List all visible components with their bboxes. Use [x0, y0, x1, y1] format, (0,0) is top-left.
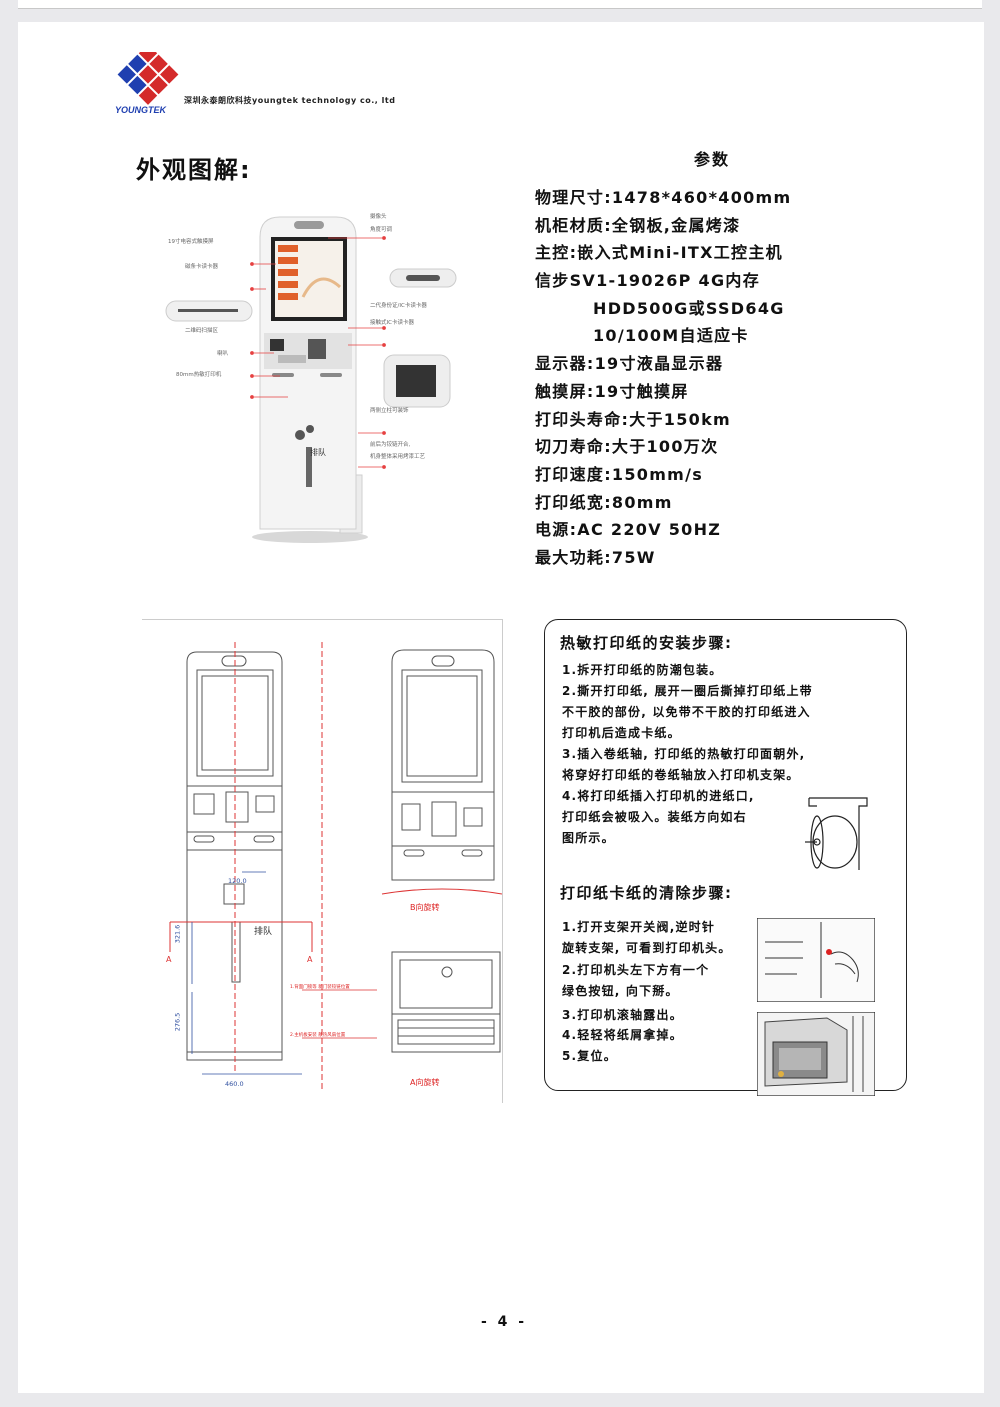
jam-step: 3.打印机滚轴露出。 — [562, 1008, 683, 1022]
callout-paint: 机身整体采用烤漆工艺 — [370, 454, 426, 460]
svg-text:排队: 排队 — [254, 925, 272, 937]
paper-roll-diagram — [805, 797, 868, 870]
jam-step: 1.打开支架开关阀,逆时针 — [562, 920, 716, 934]
param-line: 最大功耗:75W — [535, 547, 656, 567]
jam-step: 旋转支架, 可看到打印机头。 — [562, 941, 732, 955]
param-line: 主控:嵌入式Mini-ITX工控主机 — [535, 243, 783, 263]
param-line: 10/100M自适应卡 — [593, 326, 749, 346]
svg-text:排队: 排队 — [310, 447, 326, 457]
param-line: 信步SV1-19026P 4G内存 — [535, 271, 761, 291]
technical-drawing: A A 排队 — [166, 642, 502, 1092]
callout-magstripe: 磁条卡读卡器 — [185, 264, 219, 270]
company-name: 深圳永泰朗欣科技youngtek technology co., ltd — [184, 96, 396, 105]
svg-text:A: A — [166, 955, 172, 964]
callout-ic-reader: 接触式IC卡读卡器 — [370, 320, 414, 326]
param-line: 打印头寿命:大于150km — [535, 409, 732, 429]
section-title: 外观图解: — [136, 156, 252, 184]
kiosk-product-image: 排队 — [165, 216, 457, 543]
svg-text:YOUNGTEK: YOUNGTEK — [115, 105, 168, 115]
param-line: HDD500G或SSD64G — [593, 298, 785, 318]
document-page: YOUNGTEK 深圳永泰朗欣科技youngtek technology co.… — [18, 22, 984, 1393]
jam-heading: 打印纸卡纸的清除步骤: — [560, 884, 733, 902]
callout-printer: 80mm热敏打印机 — [176, 372, 222, 378]
b-view-label: B向旋转 — [410, 903, 440, 912]
jam-step: 4.轻轻将纸屑拿掉。 — [562, 1028, 683, 1042]
param-line: 电源:AC 220V 50HZ — [535, 520, 722, 540]
callout-hinge: 前后为铰链开合, — [370, 442, 411, 448]
drawing-note-1: 1.背面门锁等 新门装铰链位置 — [290, 985, 350, 990]
params-list: 物理尺寸:1478*460*400mm 机柜材质:全钢板,金属烤漆 主控:嵌入式… — [535, 184, 792, 572]
param-line: 打印速度:150mm/s — [535, 464, 704, 484]
callout-touchscreen: 19寸电容式触摸屏 — [168, 239, 214, 245]
dim-width: 460.0 — [225, 1080, 244, 1088]
printer-roller-photo — [757, 1012, 875, 1096]
youngtek-logo: YOUNGTEK — [115, 52, 179, 115]
callout-speaker: 喇叭 — [217, 351, 229, 357]
a-view-label: A向旋转 — [410, 1078, 440, 1087]
dim-lower: 276.5 — [173, 1012, 182, 1032]
install-step: 不干胶的部份, 以免带不干胶的打印纸进入 — [562, 705, 811, 719]
param-line: 显示器:19寸液晶显示器 — [535, 354, 724, 374]
callout-camera-angle: 角度可调 — [370, 227, 393, 233]
dim-upper: 321.6 — [173, 924, 182, 944]
install-step: 2.撕开打印纸, 展开一圈后撕掉打印纸上带 — [562, 684, 813, 698]
install-step: 4.将打印纸插入打印机的进纸口, — [562, 789, 755, 803]
param-line: 触摸屏:19寸触摸屏 — [535, 381, 689, 401]
callout-pillars: 两侧立柱可装饰 — [370, 408, 409, 414]
jam-step: 2.打印机头左下方有一个 — [562, 963, 710, 977]
install-heading: 热敏打印纸的安装步骤: — [560, 634, 733, 652]
install-step: 1.拆开打印纸的防潮包装。 — [562, 663, 723, 677]
install-step: 3.插入卷纸轴, 打印纸的热敏打印面朝外, — [562, 747, 806, 761]
drawing-note-2: 2.主机板安装 散热风扇位置 — [290, 1033, 346, 1038]
top-page-edge — [18, 0, 982, 9]
jam-step: 5.复位。 — [562, 1049, 617, 1063]
param-line: 打印纸宽:80mm — [535, 492, 673, 512]
callout-qr-scanner: 二维码扫描区 — [185, 328, 219, 334]
param-line: 物理尺寸:1478*460*400mm — [535, 188, 792, 207]
callout-camera: 摄像头 — [370, 214, 387, 220]
install-step: 将穿好打印纸的卷纸轴放入打印机支架。 — [562, 768, 800, 782]
param-line: 机柜材质:全钢板,金属烤漆 — [535, 215, 741, 235]
page-number: - 4 - — [481, 1314, 528, 1330]
jam-step: 绿色按钮, 向下掰。 — [562, 984, 679, 998]
svg-text:A: A — [307, 955, 313, 964]
install-step: 图所示。 — [562, 831, 615, 845]
printer-head-photo — [757, 918, 875, 1002]
params-title: 参数 — [694, 150, 731, 169]
technical-drawing-frame — [142, 619, 503, 1103]
install-step: 打印纸会被吸入。装纸方向如右 — [562, 810, 747, 824]
callout-id-reader: 二代身份证/IC卡读卡器 — [370, 303, 427, 309]
install-step: 打印机后造成卡纸。 — [562, 726, 681, 740]
dim-small: 120.0 — [228, 877, 247, 885]
paper-install-box: 热敏打印纸的安装步骤: 1.拆开打印纸的防潮包装。 2.撕开打印纸, 展开一圈后… — [544, 619, 907, 1096]
param-line: 切刀寿命:大于100万次 — [535, 437, 719, 457]
